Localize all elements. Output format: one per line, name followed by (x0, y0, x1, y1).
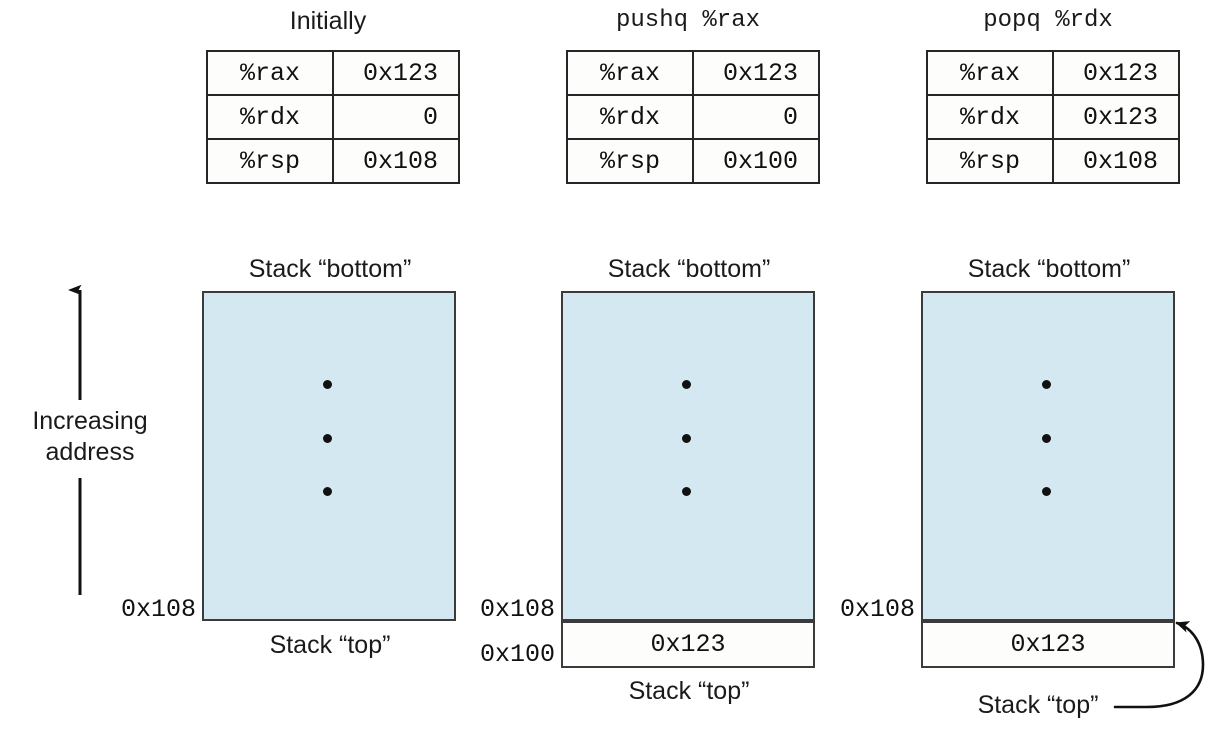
table-row: %rax 0x123 (926, 50, 1180, 96)
stack-region-popq (921, 291, 1175, 621)
stack-bottom-label-pushq: Stack “bottom” (607, 255, 771, 283)
ellipsis-dot (323, 380, 332, 389)
stack-top-label-initially: Stack “top” (269, 631, 391, 659)
register-name: %rdx (206, 94, 334, 140)
ellipsis-dot (1042, 380, 1051, 389)
increasing-address-label: Increasing address (32, 407, 148, 466)
register-value: 0x100 (692, 138, 820, 184)
column-title-pushq: pushq %rax (615, 7, 761, 34)
register-name: %rdx (566, 94, 694, 140)
column-title-initially: Initially (289, 7, 367, 35)
ellipsis-dot (1042, 434, 1051, 443)
register-value: 0x108 (332, 138, 460, 184)
table-row: %rdx 0x123 (926, 94, 1180, 140)
register-table-popq: %rax 0x123 %rdx 0x123 %rsp 0x108 (926, 50, 1180, 184)
register-value: 0 (332, 94, 460, 140)
register-value: 0 (692, 94, 820, 140)
register-value: 0x108 (1052, 138, 1180, 184)
column-title-popq: popq %rdx (983, 7, 1113, 34)
register-value: 0x123 (1052, 50, 1180, 96)
stack-bottom-label-popq: Stack “bottom” (967, 255, 1131, 283)
register-name: %rdx (926, 94, 1054, 140)
table-row: %rsp 0x100 (566, 138, 820, 184)
table-row: %rsp 0x108 (206, 138, 460, 184)
ellipsis-dot (682, 487, 691, 496)
ellipsis-dot (682, 434, 691, 443)
stack-top-label-pushq: Stack “top” (628, 677, 750, 705)
register-name: %rsp (926, 138, 1054, 184)
register-name: %rsp (206, 138, 334, 184)
table-row: %rax 0x123 (566, 50, 820, 96)
ellipsis-dot (323, 434, 332, 443)
table-row: %rdx 0 (206, 94, 460, 140)
register-value: 0x123 (1052, 94, 1180, 140)
table-row: %rdx 0 (566, 94, 820, 140)
stack-bottom-label-initially: Stack “bottom” (248, 255, 412, 283)
stack-address-0x108-pushq: 0x108 (479, 595, 555, 624)
register-value: 0x123 (692, 50, 820, 96)
table-row: %rsp 0x108 (926, 138, 1180, 184)
stack-top-label-popq: Stack “top” (977, 691, 1099, 719)
register-value: 0x123 (332, 50, 460, 96)
stack-region-initially (202, 291, 456, 621)
register-name: %rax (566, 50, 694, 96)
stack-address-0x108-initially: 0x108 (120, 595, 196, 624)
ellipsis-dot (1042, 487, 1051, 496)
ellipsis-dot (323, 487, 332, 496)
stack-address-0x108-popq: 0x108 (839, 595, 915, 624)
stack-cell-popped-value-popq: 0x123 (921, 621, 1175, 668)
register-table-initially: %rax 0x123 %rdx 0 %rsp 0x108 (206, 50, 460, 184)
stack-cell-pushed-value-pushq: 0x123 (561, 621, 815, 668)
register-name: %rax (926, 50, 1054, 96)
table-row: %rax 0x123 (206, 50, 460, 96)
register-name: %rsp (566, 138, 694, 184)
register-table-pushq: %rax 0x123 %rdx 0 %rsp 0x100 (566, 50, 820, 184)
stack-region-pushq (561, 291, 815, 621)
ellipsis-dot (682, 380, 691, 389)
register-name: %rax (206, 50, 334, 96)
stack-address-0x100-pushq: 0x100 (479, 640, 555, 669)
